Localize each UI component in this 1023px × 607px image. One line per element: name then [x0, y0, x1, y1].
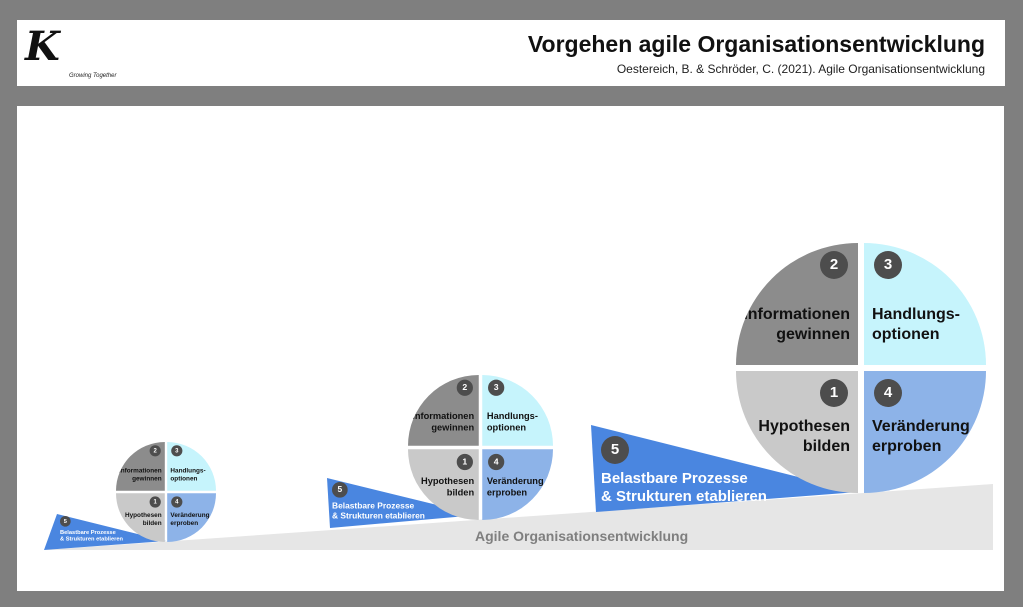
- step-number: 5: [332, 482, 348, 498]
- step-label: Hypothesen bilden: [124, 512, 162, 527]
- step-number: 3: [874, 251, 902, 279]
- page-title: Vorgehen agile Organisationsentwicklung: [527, 31, 985, 57]
- step-label: Hypothesen bilden: [421, 476, 475, 498]
- step-label: & Strukturen etablieren: [60, 535, 124, 543]
- triangle-small: [44, 514, 166, 550]
- step-label: Informationen gewinnen: [743, 306, 850, 343]
- step-label: Informationen gewinnen: [412, 411, 475, 433]
- step-number: 1: [456, 453, 473, 471]
- step-label: Veränderung erproben: [872, 418, 970, 455]
- step-number: 1: [820, 379, 848, 407]
- step-number: 3: [488, 379, 505, 396]
- citation: Oestereich, B. & Schröder, C. (2021). Ag…: [616, 62, 985, 76]
- step-number: 5: [601, 436, 629, 464]
- step-label: Veränderung erproben: [170, 512, 210, 527]
- ground-wedge: [44, 484, 993, 550]
- step-number: 2: [149, 445, 161, 457]
- step-number: 3: [171, 445, 183, 457]
- triangle-medium: [327, 478, 478, 528]
- step-label: Handlungs-optionen: [170, 467, 206, 482]
- step-label: Hypothesen bilden: [758, 418, 850, 455]
- header: K Growing Together Vorgehen agile Organi…: [17, 20, 1005, 86]
- step-number: 2: [456, 379, 473, 396]
- step-label: Belastbare Prozesse: [60, 528, 116, 536]
- step-label: & Strukturen etablieren: [601, 488, 767, 505]
- triangle-large: [591, 425, 858, 512]
- step-label: Handlungs-optionen: [872, 306, 960, 343]
- step-label: Belastbare Prozesse: [332, 501, 415, 511]
- logo-tagline: Growing Together: [69, 73, 117, 79]
- logo: K: [25, 23, 60, 70]
- step-number: 1: [149, 496, 161, 508]
- step-number: 5: [60, 516, 71, 527]
- step-label: Veränderung erproben: [486, 476, 544, 498]
- step-label: Informationen gewinnen: [118, 467, 162, 482]
- step-label: Belastbare Prozesse: [601, 470, 748, 487]
- step-number: 4: [171, 496, 183, 508]
- step-number: 4: [488, 453, 505, 471]
- step-label: Handlungs-optionen: [486, 411, 538, 433]
- ground-label: Agile Organisationsentwicklung: [475, 528, 689, 544]
- step-label: & Strukturen etablieren: [332, 511, 425, 521]
- step-number: 4: [874, 379, 902, 407]
- step-number: 2: [820, 251, 848, 279]
